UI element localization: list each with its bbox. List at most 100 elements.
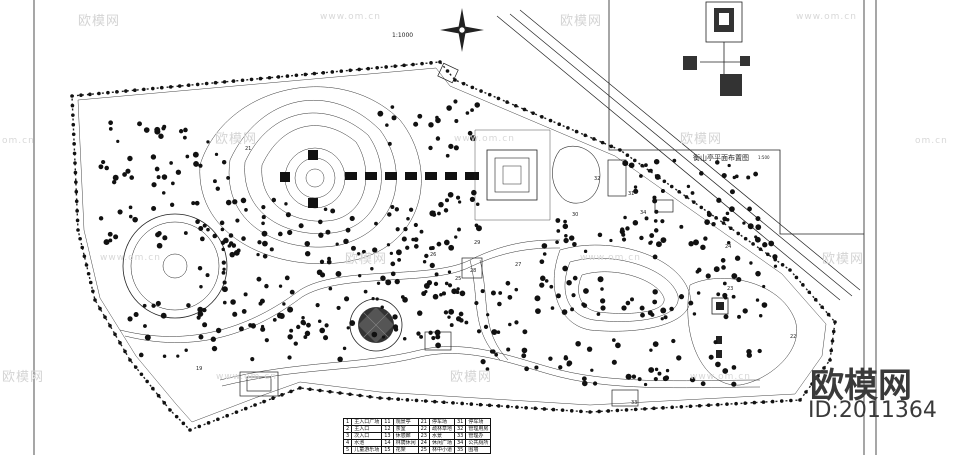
area-label: 33 (631, 400, 638, 406)
tree-icon (380, 275, 386, 281)
tree-icon (524, 405, 528, 410)
tree-icon (76, 228, 80, 232)
tree-icon (761, 400, 766, 404)
tree-icon (70, 103, 75, 108)
tree-icon (371, 297, 375, 301)
tree-icon (210, 336, 216, 342)
area-label: 30 (572, 212, 579, 218)
tree-icon (211, 345, 218, 352)
tree-icon (155, 232, 161, 238)
tree-icon (349, 320, 356, 326)
tree-icon (652, 289, 658, 295)
tree-icon (145, 379, 149, 384)
tree-icon (378, 396, 382, 400)
tree-icon (729, 189, 735, 195)
tree-icon (222, 267, 226, 271)
tree-icon (483, 324, 489, 329)
tree-icon (743, 236, 748, 241)
tree-icon (660, 307, 667, 314)
tree-icon (624, 408, 629, 412)
tree-icon (142, 87, 146, 92)
tree-icon (779, 399, 784, 403)
tree-icon (633, 407, 638, 412)
tree-icon (387, 141, 392, 146)
tree-icon (583, 249, 588, 254)
tree-icon (600, 140, 605, 145)
tree-icon (443, 239, 450, 246)
tree-icon (633, 188, 639, 194)
tree-icon (597, 232, 603, 238)
tree-icon (531, 111, 535, 115)
legend-number: 14 (381, 439, 394, 447)
tree-icon (639, 174, 643, 178)
tree-icon (621, 232, 626, 237)
tree-icon (276, 312, 283, 319)
tree-icon (630, 297, 634, 302)
tree-icon (78, 236, 82, 241)
tree-icon (315, 303, 320, 308)
legend-number: 11 (381, 418, 394, 426)
tree-icon (408, 207, 414, 212)
tree-icon (542, 407, 547, 411)
tree-icon (505, 100, 509, 104)
tree-icon (644, 163, 648, 168)
tree-icon (156, 175, 161, 180)
tree-icon (198, 334, 204, 340)
tree-icon (287, 355, 292, 360)
tree-icon (496, 404, 501, 408)
tree-icon (317, 319, 322, 323)
tree-icon (202, 322, 208, 328)
tree-icon (581, 380, 588, 387)
tree-icon (654, 174, 661, 180)
area-label: 31 (628, 191, 635, 197)
tree-icon (169, 161, 173, 165)
tree-icon (539, 259, 545, 265)
tree-icon (454, 235, 458, 239)
east-pavilion (711, 297, 729, 358)
tree-icon (103, 239, 110, 246)
tree-icon (289, 289, 295, 295)
legend-number: 5 (342, 446, 353, 454)
tree-icon (342, 346, 347, 351)
tree-icon (298, 386, 302, 390)
tree-icon (660, 317, 664, 321)
tree-icon (794, 275, 799, 280)
tree-icon (133, 365, 138, 369)
tree-icon (257, 240, 262, 245)
tree-icon (597, 409, 601, 414)
tree-icon (191, 201, 196, 206)
tree-icon (612, 338, 616, 342)
tree-icon (151, 182, 157, 188)
tree-icon (660, 188, 665, 193)
tree-icon (670, 405, 674, 410)
watermark: www.om.cn (454, 134, 515, 144)
tree-icon (700, 244, 706, 251)
tree-icon (632, 220, 639, 226)
tree-icon (293, 341, 298, 346)
watermark: 欧模网 (78, 14, 121, 29)
tree-icon (755, 216, 761, 222)
tree-icon (405, 398, 410, 402)
tree-icon (108, 120, 113, 126)
tree-icon (449, 323, 454, 328)
tree-icon (197, 424, 202, 429)
area-label: 19 (196, 366, 203, 372)
tree-icon (571, 293, 576, 298)
tree-icon (197, 311, 204, 317)
tree-icon (323, 335, 329, 341)
tree-icon (442, 400, 446, 405)
tree-icon (326, 259, 332, 265)
tree-icon (248, 323, 253, 328)
tree-icon (186, 303, 191, 308)
tree-icon (652, 406, 656, 411)
tree-icon (413, 222, 418, 228)
tree-icon (833, 320, 837, 324)
tree-icon (623, 215, 627, 220)
tree-icon (420, 61, 424, 66)
tree-icon (262, 399, 266, 404)
tree-icon (486, 313, 490, 317)
tree-icon (725, 211, 730, 216)
tree-icon (155, 300, 161, 307)
tree-icon (184, 348, 188, 352)
tree-icon (653, 158, 660, 165)
